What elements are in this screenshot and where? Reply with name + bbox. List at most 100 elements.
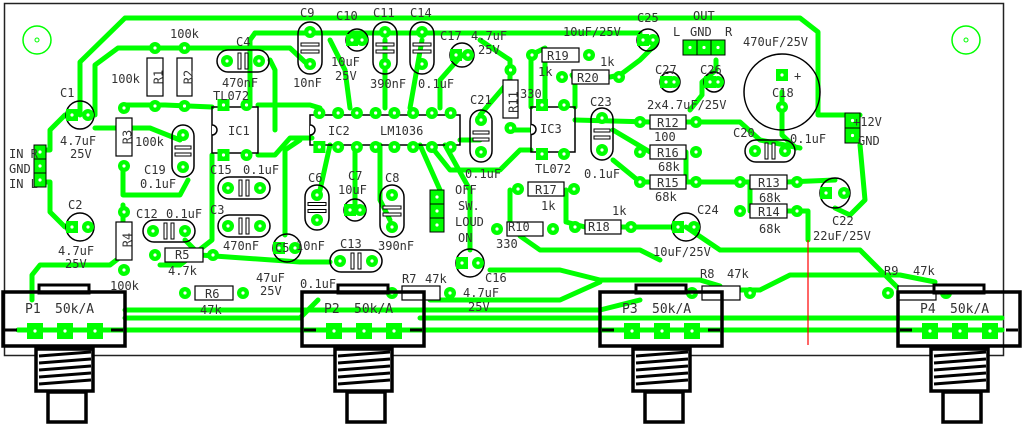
- pad-hole: [244, 103, 249, 107]
- silkscreen-label: IN L: [9, 177, 38, 191]
- silkscreen-label: LM1036: [380, 124, 423, 138]
- silkscreen-label: R15: [657, 176, 679, 190]
- pad-hole: [435, 209, 439, 213]
- pad-hole: [38, 164, 42, 168]
- pad-hole: [708, 80, 712, 84]
- capacitor-body: [590, 107, 614, 161]
- pad-hole: [783, 149, 787, 153]
- pad-hole: [420, 30, 424, 34]
- pad-hole: [70, 113, 74, 117]
- thread-line: [933, 378, 987, 386]
- trace: [77, 15, 863, 118]
- silkscreen-label: R7: [402, 272, 416, 286]
- pot-ref-label: P4: [920, 302, 936, 317]
- silkscreen-label: 47k: [913, 264, 935, 278]
- pad-hole: [958, 329, 962, 333]
- silkscreen-label: IC1: [228, 124, 250, 138]
- thread-line: [933, 364, 987, 372]
- pad-hole: [435, 223, 439, 227]
- trace: [327, 37, 353, 111]
- pad-hole: [551, 227, 555, 231]
- resistor-body: [502, 79, 519, 119]
- capacitor-body: [304, 184, 330, 231]
- capacitor-plate: [174, 152, 192, 157]
- silkscreen-label: R3: [121, 130, 135, 144]
- pad-hole: [360, 38, 364, 42]
- resistor-body: [176, 57, 193, 97]
- pad-hole: [122, 210, 126, 214]
- pad-hole: [702, 45, 706, 50]
- resistor-body: [649, 144, 687, 160]
- capacitor-plate: [764, 142, 769, 160]
- pad-hole: [374, 145, 378, 149]
- silkscreen-label: 1k: [612, 204, 627, 218]
- silkscreen-label: 0.1uF: [166, 207, 202, 221]
- pot-ref-label: P3: [622, 302, 638, 317]
- silkscreen-label: C6: [308, 171, 322, 185]
- pad-hole: [336, 111, 340, 115]
- capacitor-plate: [382, 205, 402, 210]
- silkscreen-label: 4.7uF: [471, 29, 507, 43]
- silkscreen-label: IC3: [540, 122, 562, 136]
- silkscreen-label: 4.7uF: [463, 286, 499, 300]
- silkscreen-label: C9: [300, 6, 314, 20]
- pad-hole: [293, 246, 297, 250]
- pot-knob-shaft: [941, 390, 983, 424]
- thread-line: [635, 350, 689, 358]
- pad-hole: [508, 126, 513, 130]
- capacitor-plate: [237, 52, 242, 70]
- silkscreen-label: 10uF: [338, 183, 367, 197]
- capacitor-plate: [300, 49, 320, 54]
- capacitor-plate: [307, 209, 327, 213]
- capacitor-body: [469, 109, 493, 163]
- pad-hole: [182, 104, 187, 108]
- pad-hole: [562, 152, 566, 156]
- silkscreen-label: GND: [858, 134, 880, 148]
- silkscreen-label: TL072: [535, 162, 571, 176]
- silkscreen-label: 100: [654, 130, 676, 144]
- silkscreen-label: 68k: [759, 222, 781, 236]
- pad-hole: [560, 75, 564, 79]
- pad-hole: [350, 38, 354, 42]
- silkscreen-label: C4: [236, 35, 250, 49]
- pad-hole: [638, 180, 642, 184]
- silkscreen-label: 0.1uF: [300, 277, 336, 291]
- silkscreen-label: C16: [485, 271, 507, 285]
- silkscreen-label: 10nF: [296, 239, 325, 253]
- pad-hole: [672, 80, 676, 84]
- capacitor-body: [409, 21, 435, 75]
- pad-hole: [448, 291, 452, 295]
- pad-hole: [226, 186, 230, 190]
- capacitor-body: [216, 49, 270, 73]
- pad-hole: [183, 229, 187, 233]
- pad-hole: [225, 59, 229, 63]
- pad-hole: [476, 261, 480, 265]
- polarity-plus-icon: +: [794, 69, 801, 83]
- pad-hole: [332, 329, 336, 333]
- pad-hole: [651, 38, 655, 42]
- pot-body: [896, 290, 1022, 348]
- pad-hole: [390, 225, 394, 229]
- pad-hole: [850, 118, 855, 123]
- capacitor-plate: [382, 212, 402, 217]
- pad-hole: [430, 145, 434, 149]
- resistor-body: [115, 221, 133, 261]
- resistor-body: [527, 181, 565, 197]
- mounting-hole-center: [34, 37, 40, 43]
- pad-hole: [692, 225, 696, 229]
- silkscreen-label: 0.1uF: [790, 132, 826, 146]
- trace: [92, 45, 308, 118]
- silkscreen-label: R18: [588, 220, 610, 234]
- pad-hole: [411, 145, 415, 149]
- capacitor-plate: [174, 145, 192, 150]
- pad-hole: [308, 30, 312, 34]
- silkscreen-label: 100k: [170, 27, 200, 41]
- pad-hole: [122, 268, 126, 272]
- trace: [122, 297, 321, 321]
- silkscreen-label: 100k: [110, 279, 140, 293]
- pad-hole: [795, 180, 799, 184]
- thread-line: [635, 378, 689, 386]
- silkscreen-label: 100k: [111, 72, 141, 86]
- pad-hole: [277, 246, 281, 250]
- silkscreen-label: 47uF: [256, 271, 285, 285]
